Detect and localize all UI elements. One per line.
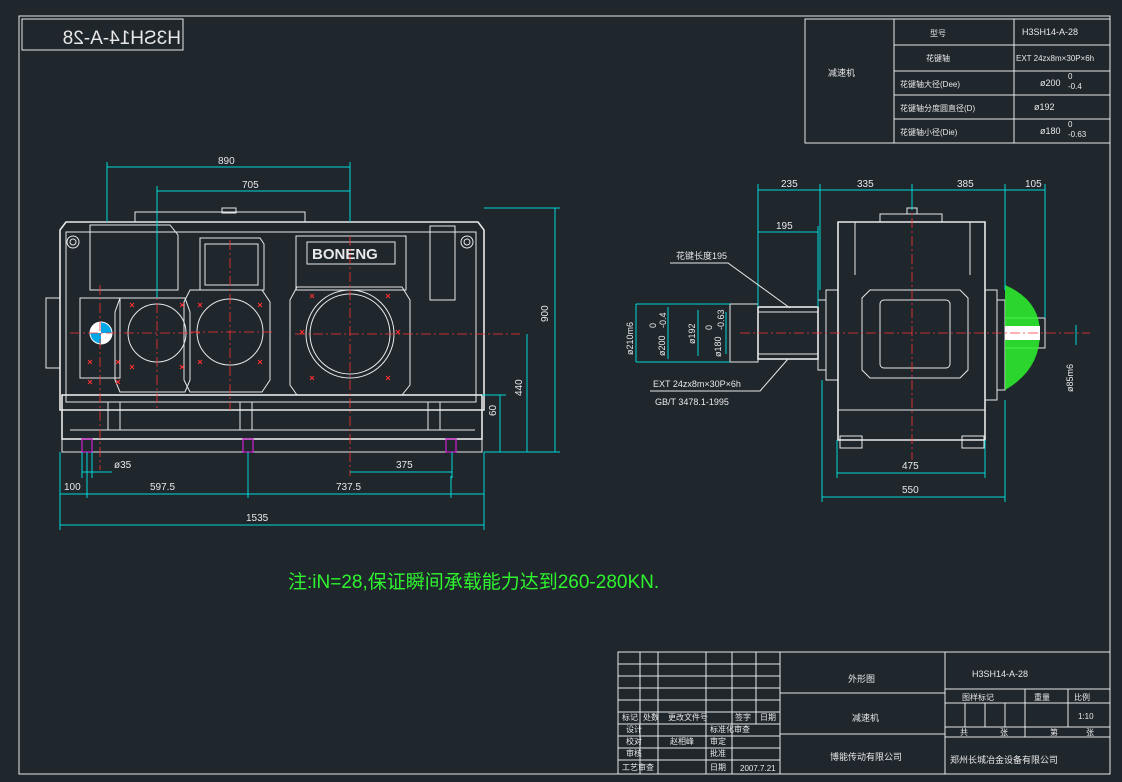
foundation-bolt <box>445 438 457 453</box>
drawing-frame <box>18 15 1111 775</box>
svg-text:日期: 日期 <box>760 713 776 722</box>
dim-475: 475 <box>902 461 919 472</box>
foundation-bolt <box>242 438 254 453</box>
dim-60: 60 <box>488 404 499 416</box>
scale-value: 1:10 <box>1078 712 1094 721</box>
svg-text:0: 0 <box>704 325 714 330</box>
dim-235: 235 <box>781 179 798 190</box>
dim-550: 550 <box>902 485 919 496</box>
svg-text:比例: 比例 <box>1074 692 1090 702</box>
mirrored-model-label: H3SH14-A-28 <box>63 28 181 49</box>
dim-705: 705 <box>242 180 259 191</box>
spec-row-value: ø180 <box>1040 126 1061 136</box>
spline-spec-label: EXT 24zx8m×30P×6h <box>653 379 741 389</box>
svg-text:第: 第 <box>1050 727 1058 737</box>
title-block: 标记 处数 更改文件号 签字 日期 设计 校对 审核 工艺审查 标准化审查 审定… <box>617 651 1111 775</box>
dim-105: 105 <box>1025 179 1042 190</box>
drawing-name: 外形图 <box>848 673 875 684</box>
product-name: 减速机 <box>852 712 879 723</box>
dim-100: 100 <box>64 482 81 493</box>
svg-text:审定: 审定 <box>710 736 726 746</box>
svg-text:工艺审查: 工艺审查 <box>622 762 654 772</box>
svg-text:校对: 校对 <box>626 736 642 746</box>
design-note: 注:iN=28,保证瞬间承载能力达到260-280KN. <box>288 571 659 593</box>
svg-text:签字: 签字 <box>735 712 751 722</box>
svg-text:0: 0 <box>1068 72 1073 81</box>
dim-440: 440 <box>514 379 525 396</box>
spec-row-value: ø200 <box>1040 78 1061 88</box>
svg-text:-0.4: -0.4 <box>658 312 668 328</box>
front-view: BONENG <box>45 207 520 476</box>
drawing-number: H3SH14-A-28 <box>972 669 1028 679</box>
dim-597-5: 597.5 <box>150 482 175 493</box>
spec-row-label: 花键轴分度圆直径(D) <box>900 103 975 113</box>
spec-table-title: 减速机 <box>828 67 855 78</box>
spec-row-value: ø192 <box>1034 102 1055 112</box>
spec-row-value: EXT 24zx8m×30P×6h <box>1016 54 1094 63</box>
foundation-bolt <box>81 438 93 453</box>
spline-length-label: 花键长度195 <box>676 250 727 261</box>
svg-text:设计: 设计 <box>626 724 642 734</box>
side-dimensions: 235 335 385 105 195 475 550 ø210m6 ø200 … <box>625 179 1077 502</box>
svg-text:0: 0 <box>1068 120 1073 129</box>
svg-text:-0.63: -0.63 <box>716 309 726 330</box>
company-name: 博能传动有限公司 <box>830 751 902 762</box>
dim-900: 900 <box>540 305 551 322</box>
svg-text:-0.4: -0.4 <box>1068 82 1082 91</box>
dim-385: 385 <box>957 179 974 190</box>
dim-bolt-hole: ø35 <box>114 460 132 471</box>
dim-180: ø180 <box>713 336 723 357</box>
svg-text:日期: 日期 <box>710 763 726 772</box>
dim-890: 890 <box>218 156 235 167</box>
spec-row-label: 花键轴 <box>926 53 950 63</box>
svg-text:批准: 批准 <box>710 748 726 758</box>
svg-text:张: 张 <box>1000 728 1008 737</box>
spec-table: 减速机 型号 H3SH14-A-28 花键轴 EXT 24zx8m×30P×6h… <box>804 18 1111 144</box>
svg-text:0: 0 <box>648 323 658 328</box>
svg-text:更改文件号: 更改文件号 <box>668 712 708 722</box>
dim-737-5: 737.5 <box>336 482 361 493</box>
spec-row-label: 型号 <box>930 29 946 38</box>
svg-text:标记: 标记 <box>622 712 638 722</box>
spec-row-label: 花键轴小径(Die) <box>900 127 958 137</box>
side-view <box>729 200 1090 460</box>
spec-row-value: H3SH14-A-28 <box>1022 27 1078 37</box>
dim-335: 335 <box>857 179 874 190</box>
svg-text:处数: 处数 <box>643 712 659 722</box>
svg-text:赵相峰: 赵相峰 <box>670 736 694 746</box>
svg-text:标准化审查: 标准化审查 <box>710 724 750 734</box>
svg-text:重量: 重量 <box>1034 692 1050 702</box>
svg-text:审核: 审核 <box>626 748 642 758</box>
front-dimensions: 890 705 900 440 60 ø35 375 100 597.5 737… <box>59 156 560 530</box>
client-name: 郑州长城冶金设备有限公司 <box>950 754 1058 765</box>
spline-standard-label: GB/T 3478.1-1995 <box>655 397 729 407</box>
svg-text:2007.7.21: 2007.7.21 <box>740 764 776 773</box>
dim-85: ø85m6 <box>1065 364 1075 392</box>
dim-375: 375 <box>396 460 413 471</box>
svg-text:共: 共 <box>960 728 968 737</box>
mirrored-label-box <box>21 18 184 51</box>
dim-1535: 1535 <box>246 513 269 524</box>
dim-192: ø192 <box>687 323 697 344</box>
dim-195: 195 <box>776 221 793 232</box>
spec-row-label: 花键轴大径(Dee) <box>900 79 960 89</box>
dim-200: ø200 <box>657 335 667 356</box>
svg-text:-0.63: -0.63 <box>1068 130 1087 139</box>
dim-210: ø210m6 <box>625 322 635 355</box>
svg-text:图样标记: 图样标记 <box>962 692 994 702</box>
svg-text:张: 张 <box>1086 728 1094 737</box>
brand-plate-text: BONENG <box>312 246 378 263</box>
